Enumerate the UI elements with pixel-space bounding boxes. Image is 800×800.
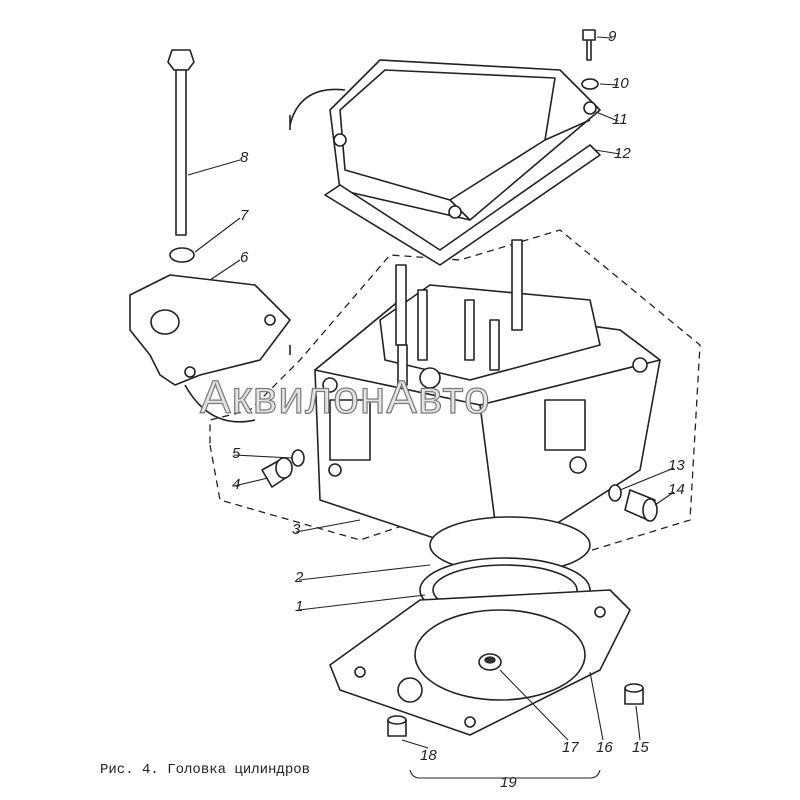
callout-2: 2 <box>295 569 304 586</box>
callout-10: 10 <box>612 75 629 92</box>
plug-4 <box>261 457 293 488</box>
callout-4: 4 <box>232 476 241 493</box>
plug-14 <box>624 489 658 522</box>
callout-7: 7 <box>240 207 249 224</box>
assembly-outline <box>209 229 701 561</box>
washer-10 <box>581 78 599 90</box>
callout-16: 16 <box>596 739 613 756</box>
cylinder-head-3 <box>314 239 661 561</box>
cover-gasket <box>324 144 601 266</box>
valve-cover <box>289 59 601 221</box>
callout-14: 14 <box>668 481 685 498</box>
lifting-bracket-6 <box>129 274 291 386</box>
callout-11: 11 <box>612 111 628 128</box>
bush-18 <box>387 715 407 737</box>
leader-lines <box>187 36 675 779</box>
callout-1: 1 <box>295 598 304 615</box>
callout-9: 9 <box>608 28 617 45</box>
callout-6: 6 <box>240 249 249 266</box>
callout-18: 18 <box>420 747 437 764</box>
callout-15: 15 <box>632 739 649 756</box>
washer-13 <box>608 484 622 502</box>
callout-3: 3 <box>292 521 301 538</box>
bush-17 <box>478 653 502 671</box>
bush-15 <box>624 683 644 705</box>
callout-12: 12 <box>614 145 631 162</box>
callout-13: 13 <box>668 457 685 474</box>
callout-17: 17 <box>562 739 579 756</box>
washer-5 <box>291 449 305 467</box>
callout-19: 19 <box>500 774 517 791</box>
callout-8: 8 <box>240 149 249 166</box>
callout-5: 5 <box>232 445 241 462</box>
washer-7 <box>169 247 195 263</box>
figure-caption: Рис. 4. Головка цилиндров <box>100 762 311 778</box>
watermark: АквилонАвто <box>199 370 491 423</box>
bolt-9 <box>582 29 596 61</box>
long-stud-8 <box>167 49 195 236</box>
